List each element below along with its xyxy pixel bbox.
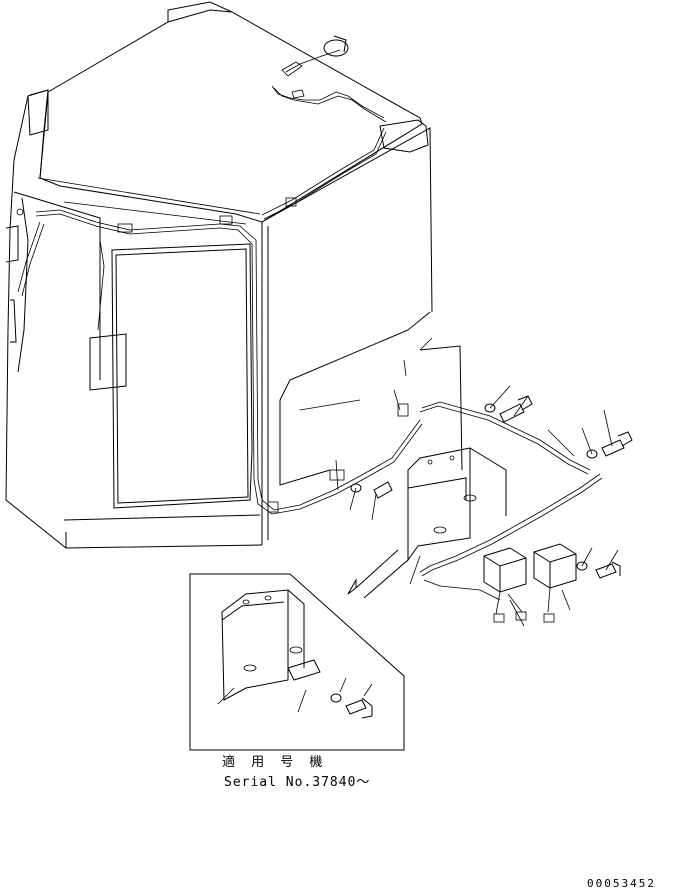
roof-lamp-assembly [281,35,349,99]
wiring-harness [16,49,591,515]
cab-body [5,1,433,549]
relay-units [483,543,577,623]
rear-housing [279,345,463,486]
applies-serial-heading: 適 用 号 機 [222,755,329,770]
leader-lines [335,337,619,627]
detail-inset-box [189,573,405,751]
relay-harness [419,473,603,601]
drawing-number: 00053452 [587,877,656,890]
detail-arrow [347,549,409,599]
fasteners [350,395,633,579]
mounting-bracket [407,447,507,562]
serial-number-label: Serial No.37840～ [224,775,371,790]
